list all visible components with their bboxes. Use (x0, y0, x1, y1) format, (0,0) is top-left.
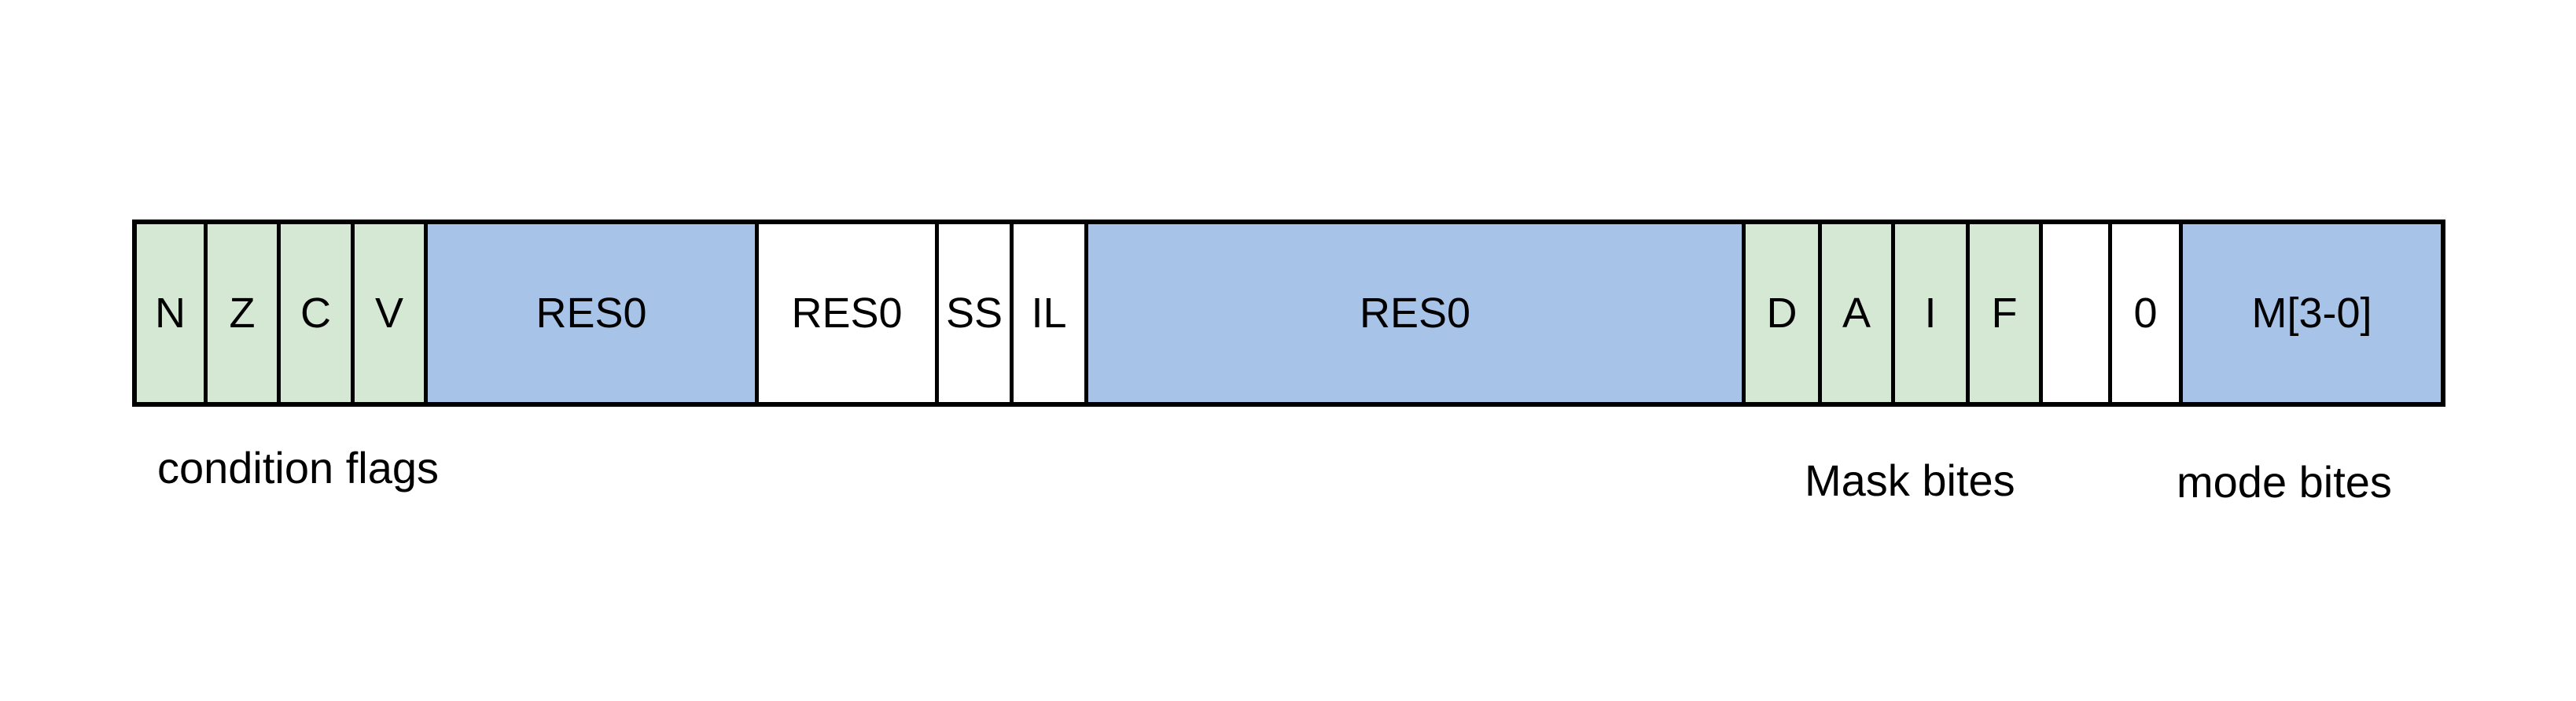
field-m-3-0: M[3-0] (2183, 224, 2441, 402)
field-ss: SS (939, 224, 1014, 402)
field-0: 0 (2112, 224, 2183, 402)
annotation-mask-bites: Mask bites (1805, 456, 2015, 505)
field-empty (2043, 224, 2112, 402)
field-c: C (281, 224, 355, 402)
field-f: F (1970, 224, 2043, 402)
field-v: V (355, 224, 428, 402)
field-d: D (1746, 224, 1822, 402)
field-i: I (1895, 224, 1970, 402)
field-a: A (1822, 224, 1895, 402)
field-z: Z (208, 224, 281, 402)
field-n: N (137, 224, 208, 402)
field-res0: RES0 (428, 224, 759, 402)
annotation-condition-flags: condition flags (157, 443, 440, 493)
field-res0: RES0 (759, 224, 939, 402)
field-res0: RES0 (1088, 224, 1746, 402)
field-il: IL (1014, 224, 1088, 402)
annotation-mode-bites: mode bites (2177, 457, 2392, 507)
